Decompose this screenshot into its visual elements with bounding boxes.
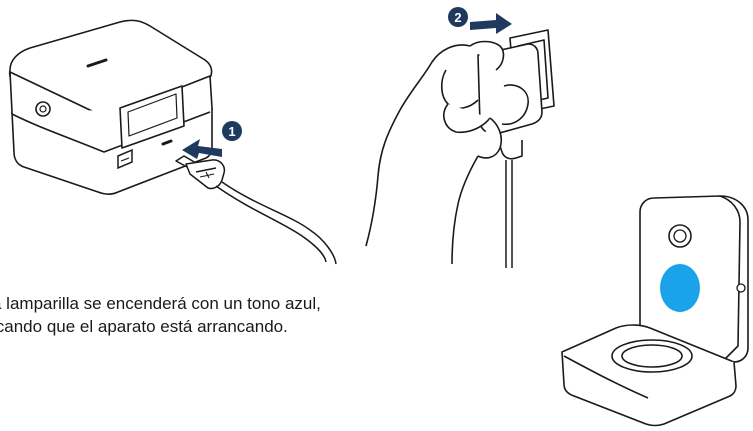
- usb-icon: [199, 171, 215, 179]
- step-1-badge: 1: [222, 121, 242, 141]
- power-button-icon: [35, 101, 51, 117]
- usb-connector: [175, 155, 226, 190]
- device-open: [561, 195, 749, 427]
- side-button-icon: [736, 283, 746, 293]
- camera-lens: [668, 224, 692, 248]
- adapter-cable: [505, 160, 513, 268]
- device-box: [8, 19, 213, 196]
- caption-line-1: a lamparilla se encenderá con un tono az…: [0, 294, 321, 313]
- hand: [365, 40, 529, 265]
- step-1-number: 1: [228, 124, 235, 139]
- step-1-arrow: [182, 139, 222, 159]
- micro-usb-port-icon: [161, 139, 173, 146]
- caption-line-2: icando que el aparato está arrancando.: [0, 317, 288, 336]
- step-2-number: 2: [454, 10, 461, 25]
- usb-cable: [215, 181, 337, 265]
- brand-logo: [86, 58, 108, 68]
- step-2-badge: 2: [448, 7, 468, 27]
- step-2-arrow: [470, 13, 512, 34]
- status-light: [660, 264, 700, 312]
- caption: a lamparilla se encenderá con un tono az…: [0, 292, 322, 338]
- ethernet-port-icon: [117, 148, 133, 170]
